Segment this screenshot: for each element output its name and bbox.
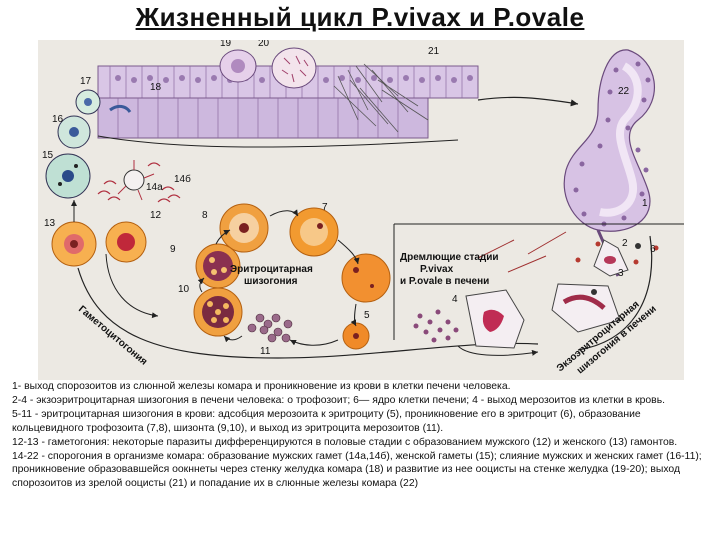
oocyst-19 [219, 49, 257, 83]
stage-13-number: 13 [44, 218, 56, 229]
oocyst-20 [271, 47, 317, 89]
stage-5-number: 5 [364, 310, 370, 321]
caption: 1- выход спорозоитов из слюнной железы к… [12, 380, 712, 491]
stage-12-number: 12 [150, 210, 162, 221]
caption-line-3: 5-11 - эритроцитарная шизогония в крови:… [12, 408, 641, 434]
erythro-label-line1: Эритроцитарная [230, 264, 313, 275]
mosquito-stages [45, 89, 181, 203]
stage-14a-number: 14а [146, 182, 163, 193]
erythrocytic-cycle [51, 203, 391, 350]
liver-box [393, 223, 684, 349]
stage-3-number: 3 [618, 268, 624, 279]
stage-7-number: 7 [322, 202, 328, 213]
sporozoites-21 [333, 63, 429, 133]
gametocytogony-label: Гаметоцитогония [76, 304, 149, 368]
dormant-label-line1: Дремлющие стадии [400, 252, 499, 263]
cycle-arrow [97, 135, 459, 148]
erythro-label-line2: шизогония [244, 276, 298, 287]
merozoites-4 [413, 309, 459, 343]
caption-line-1: 1- выход спорозоитов из слюнной железы к… [12, 381, 511, 392]
stage-numbers: 1 2 3 4 5 6 7 8 9 10 11 12 13 14а 14б 15… [42, 40, 656, 357]
stage-20-number: 20 [258, 40, 270, 49]
page-title: Жизненный цикл P.vivax и P.ovale [135, 2, 585, 32]
stage-14b-number: 14б [174, 173, 191, 185]
stage-1-number: 1 [642, 198, 648, 209]
dormant-label-line3: и P.ovale в печени [400, 276, 489, 287]
caption-line-5: 14-22 - спорогония в организме комара: о… [12, 450, 702, 490]
stage-16-number: 16 [52, 114, 64, 125]
stage-9-number: 9 [170, 244, 176, 255]
stage-11-number: 11 [260, 346, 271, 357]
caption-line-2: 2-4 - экзоэритроцитарная шизогония в печ… [12, 394, 666, 406]
gametocytogony-arrow [77, 267, 539, 359]
stage-4-number: 4 [452, 294, 458, 305]
stage-8-number: 8 [202, 210, 208, 221]
stage-10-number: 10 [178, 284, 190, 295]
life-cycle-diagram: 1 2 3 4 5 6 7 8 9 10 11 12 13 14а 14б 15… [42, 40, 684, 376]
dormant-label-line2: P.vivax [420, 264, 454, 275]
stage-15-number: 15 [42, 150, 54, 161]
stage-21-number: 21 [428, 46, 440, 57]
stage-17-number: 17 [80, 76, 92, 87]
stage-2-number: 2 [622, 238, 628, 249]
stage-18-number: 18 [150, 82, 162, 93]
caption-line-4: 12-13 - гаметогония: некоторые паразиты … [12, 436, 678, 448]
stage-19-number: 19 [220, 40, 232, 49]
stage-22-number: 22 [618, 86, 630, 97]
life-cycle-figure: 1 2 3 4 5 6 7 8 9 10 11 12 13 14а 14б 15… [38, 40, 684, 380]
salivary-gland-22 [563, 49, 655, 277]
stage-6-number: 6 [650, 244, 656, 255]
